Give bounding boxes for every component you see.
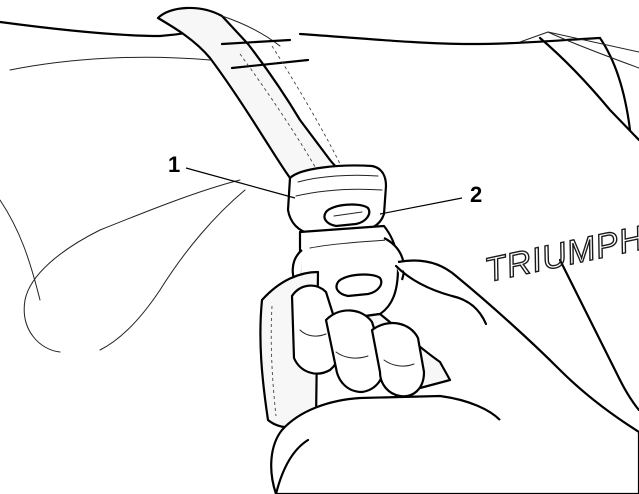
leader-line-2 [380, 198, 462, 214]
callout-2: 2 [470, 182, 482, 207]
callout-1: 1 [168, 152, 180, 177]
hand [271, 261, 639, 494]
buckle-female [288, 166, 386, 235]
brand-logo: TRIUMPH [482, 219, 639, 290]
